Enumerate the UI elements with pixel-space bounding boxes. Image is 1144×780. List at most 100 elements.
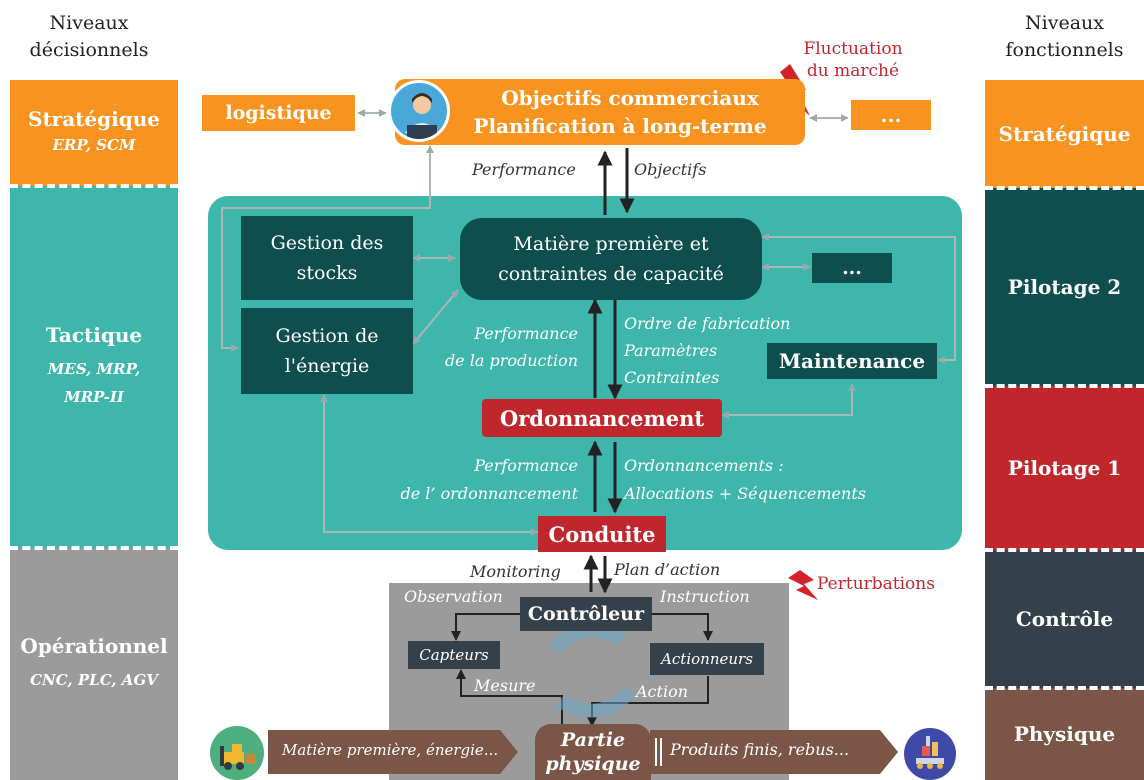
objectifs-label: Objectifs: [634, 160, 707, 179]
left-level-strategique: Stratégique ERP, SCM: [10, 80, 178, 186]
output-arrow: [650, 730, 898, 774]
dark-arrows: [583, 148, 635, 594]
controleur-label: Contrôleur: [527, 603, 645, 625]
partie-line2: physique: [545, 753, 641, 775]
capteurs-box: Capteurs: [408, 641, 500, 669]
objectives-line2: Planification à long-terme: [473, 114, 767, 138]
action-label: Action: [636, 682, 688, 701]
perf-ordo-line2: de l’ ordonnancement: [400, 484, 579, 503]
left-level-operationnel: Opérationnel CNC, PLC, AGV: [10, 548, 178, 780]
matiere-box: Matière première et contraintes de capac…: [460, 218, 762, 300]
left-level-sub: ERP, SCM: [52, 136, 136, 154]
left-level-sub: MES, MRP,: [47, 360, 141, 378]
right-level-name: Pilotage 1: [1007, 456, 1122, 480]
energie-box: Gestion de l'énergie: [241, 308, 413, 394]
output-arrow-stripes: [655, 738, 662, 766]
instruction-label: Instruction: [660, 587, 750, 606]
maintenance-label: Maintenance: [778, 349, 926, 373]
observation-label: Observation: [404, 587, 503, 606]
left-level-name: Opérationnel: [20, 634, 168, 658]
left-level-sub: MRP-II: [64, 388, 124, 406]
monitoring-label: Monitoring: [470, 562, 561, 581]
matiere-line1: Matière première et: [513, 233, 709, 255]
ordos-label: Ordonnancements : Allocations + Séquence…: [624, 452, 866, 508]
tactical-ellipsis-box: ...: [812, 253, 892, 283]
fluctuation-line2: du marché: [806, 61, 900, 81]
objectives-line1: Objectifs commerciaux: [501, 86, 759, 110]
strategic-ellipsis-box: ...: [851, 100, 931, 130]
factory-icon: [904, 728, 956, 780]
left-level-name: Stratégique: [28, 107, 160, 131]
partie-line1: Partie: [560, 729, 626, 751]
controleur-box: Contrôleur: [520, 597, 652, 631]
right-level-strategique: Stratégique: [985, 80, 1144, 188]
manager-icon: [388, 80, 450, 142]
fluctuation-label: Fluctuation du marché: [788, 38, 918, 82]
right-level-physique: Physique: [985, 688, 1144, 780]
perturbations-label: Perturbations: [817, 574, 935, 594]
perf-ordo-label: Performance de l’ ordonnancement: [340, 452, 579, 508]
lightning-icon: [788, 570, 818, 600]
perf-production-label: Performance de la production: [420, 320, 578, 374]
control-loop: [451, 613, 713, 727]
cycle-icon: [549, 623, 636, 718]
ordre-line1: Ordre de fabrication: [624, 314, 791, 333]
right-header: Niveaux fonctionnels: [985, 10, 1144, 64]
output-label: Produits finis, rebus...: [670, 740, 850, 759]
perf-production-line2: de la production: [444, 351, 578, 370]
left-level-name: Tactique: [45, 323, 143, 347]
ordos-line1: Ordonnancements :: [624, 456, 784, 475]
input-label: Matière première, énergie...: [282, 741, 499, 759]
objectives-box: Objectifs commerciaux Planification à lo…: [395, 79, 805, 145]
energie-line1: Gestion de: [275, 325, 379, 347]
ordre-line3: Contraintes: [624, 368, 720, 387]
fluctuation-line1: Fluctuation: [803, 39, 903, 59]
logistique-label: logistique: [225, 102, 332, 124]
divider: [10, 184, 178, 188]
right-levels-column: Stratégique Pilotage 2 Pilotage 1 Contrô…: [985, 80, 1144, 780]
forklift-icon: [210, 726, 264, 780]
logistique-box: logistique: [202, 95, 355, 131]
energie-line2: l'énergie: [284, 355, 370, 377]
capteurs-label: Capteurs: [419, 646, 489, 664]
stocks-box: Gestion des stocks: [241, 216, 413, 300]
ordos-line2: Allocations + Séquencements: [624, 484, 866, 503]
left-header-line2: décisionnels: [29, 39, 149, 61]
divider: [10, 546, 178, 550]
matiere-line2: contraintes de capacité: [498, 263, 724, 285]
right-level-name: Physique: [1013, 722, 1116, 746]
right-level-name: Pilotage 2: [1007, 275, 1122, 299]
divider: [985, 548, 1144, 552]
performance-label: Performance: [472, 160, 576, 179]
left-levels-column: Stratégique ERP, SCM Tactique MES, MRP, …: [10, 80, 178, 780]
ordonnancement-label: Ordonnancement: [499, 405, 705, 431]
right-level-pilotage2: Pilotage 2: [985, 188, 1144, 386]
right-header-line1: Niveaux: [1025, 12, 1104, 34]
divider: [985, 686, 1144, 690]
plan-action-label: Plan d’action: [614, 560, 721, 579]
conduite-box: Conduite: [538, 516, 666, 552]
left-header-line1: Niveaux: [49, 12, 129, 34]
left-header: Niveaux décisionnels: [0, 10, 178, 64]
right-level-name: Stratégique: [998, 122, 1131, 146]
left-level-tactique: Tactique MES, MRP, MRP-II: [10, 186, 178, 548]
left-level-sub: CNC, PLC, AGV: [30, 671, 158, 689]
ordre-line2: Paramètres: [624, 341, 718, 360]
right-level-controle: Contrôle: [985, 550, 1144, 688]
actionneurs-box: Actionneurs: [650, 643, 764, 675]
stocks-line1: Gestion des: [270, 232, 384, 254]
perf-production-line1: Performance: [474, 324, 578, 343]
input-arrow: [268, 730, 518, 774]
right-level-pilotage1: Pilotage 1: [985, 386, 1144, 550]
mesure-label: Mesure: [474, 676, 536, 695]
perf-ordo-line1: Performance: [474, 456, 578, 475]
right-header-line2: fonctionnels: [1005, 39, 1124, 61]
divider: [985, 384, 1144, 388]
actionneurs-label: Actionneurs: [661, 650, 753, 668]
conduite-label: Conduite: [548, 521, 656, 547]
divider: [985, 186, 1144, 190]
strategic-ellipsis: ...: [880, 103, 902, 127]
right-level-name: Contrôle: [1015, 607, 1114, 631]
ordre-label: Ordre de fabrication Paramètres Contrain…: [624, 310, 790, 391]
